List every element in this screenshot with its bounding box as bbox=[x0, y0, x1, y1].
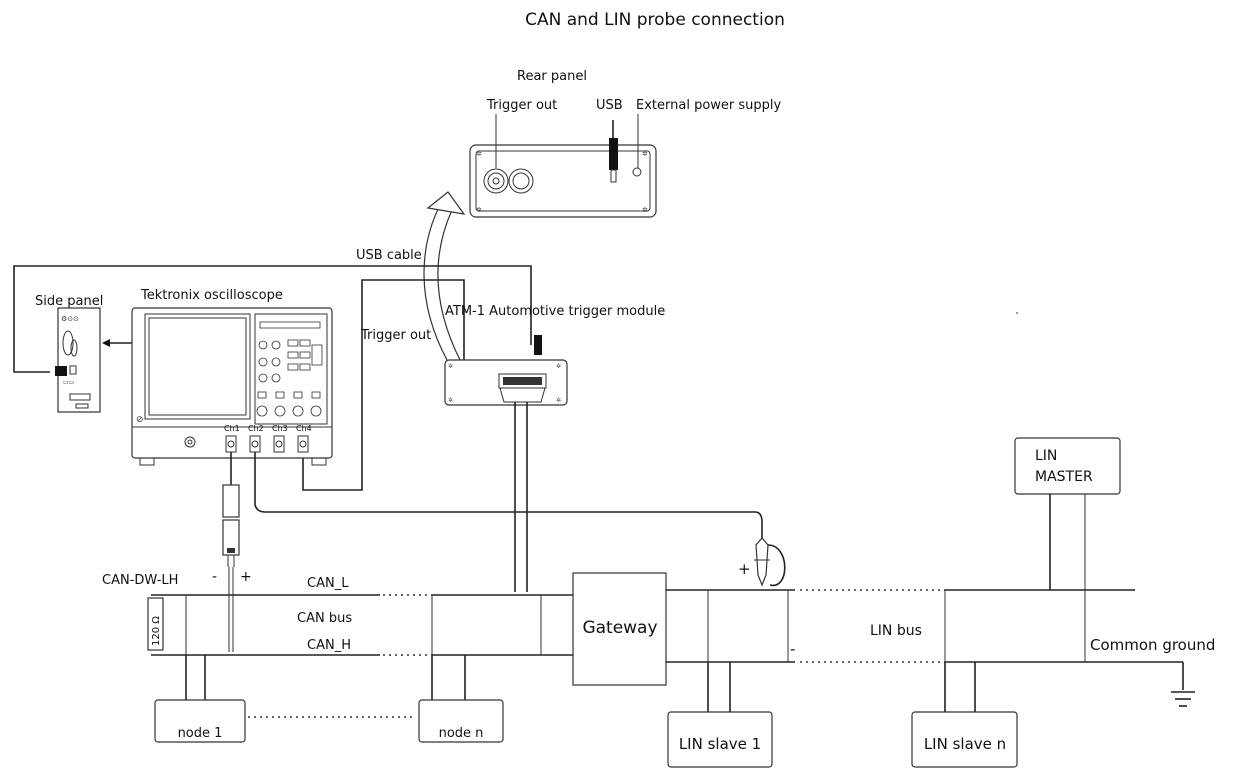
oscilloscope: ⊘ bbox=[131, 307, 333, 466]
common-ground-label: Common ground bbox=[1090, 636, 1215, 654]
resistor-label: 120 Ω bbox=[151, 616, 162, 646]
gateway-label: Gateway bbox=[582, 618, 657, 638]
lin-master-label-line2: MASTER bbox=[1035, 469, 1093, 485]
side-panel-label: Side panel bbox=[35, 294, 103, 309]
usb-cable bbox=[13, 265, 532, 373]
lin-bus-label: LIN bus bbox=[870, 623, 922, 639]
node-n: node n bbox=[418, 655, 504, 743]
can-l-label: CAN_L bbox=[307, 576, 349, 591]
diagram-title: CAN and LIN probe connection bbox=[525, 10, 785, 30]
can-bus bbox=[151, 594, 573, 656]
atm-module: ✲ ✲ ✲ ✲ bbox=[444, 359, 568, 592]
svg-text:▭▭: ▭▭ bbox=[63, 379, 74, 386]
svg-text:✲: ✲ bbox=[556, 397, 561, 404]
svg-text:✲: ✲ bbox=[448, 363, 453, 370]
can-probe bbox=[222, 452, 240, 652]
node-1-label: node 1 bbox=[178, 726, 223, 741]
rear-panel-label: Rear panel bbox=[517, 69, 587, 84]
atm-module-label: ATM-1 Automotive trigger module bbox=[445, 304, 665, 319]
lin-slave-1-label: LIN slave 1 bbox=[679, 735, 761, 753]
rear-panel: ✲ ✲ ✲ ✲ bbox=[469, 114, 657, 218]
svg-text:✲: ✲ bbox=[556, 363, 561, 370]
side-panel: ⚙⊙⊙ ▭▭ bbox=[55, 307, 101, 413]
svg-text:⊘: ⊘ bbox=[136, 415, 144, 425]
usb-label: USB bbox=[596, 98, 623, 113]
can-probe-plus: + bbox=[240, 569, 252, 585]
ground-icon bbox=[1085, 661, 1195, 707]
svg-text:⚙⊙⊙: ⚙⊙⊙ bbox=[61, 315, 79, 323]
ch2-label: Ch2 bbox=[248, 424, 264, 433]
rear-trigger-out-label: Trigger out bbox=[486, 98, 557, 113]
termination-resistor: 120 Ω bbox=[147, 597, 164, 651]
power-jack-icon bbox=[632, 167, 642, 177]
svg-text:✲: ✲ bbox=[642, 150, 648, 158]
lin-bus bbox=[666, 494, 1135, 663]
lin-probe bbox=[754, 537, 786, 587]
svg-text:✲: ✲ bbox=[476, 206, 482, 214]
lin-slave-n-label: LIN slave n bbox=[924, 735, 1006, 753]
svg-text:✲: ✲ bbox=[476, 150, 482, 158]
gateway: Gateway bbox=[572, 572, 667, 686]
usb-plug-icon bbox=[534, 335, 542, 355]
can-h-label: CAN_H bbox=[307, 638, 351, 653]
svg-text:✲: ✲ bbox=[448, 397, 453, 404]
can-bus-label: CAN bus bbox=[297, 611, 352, 626]
can-probe-minus: - bbox=[212, 569, 217, 585]
svg-text:✲: ✲ bbox=[642, 206, 648, 214]
node-1: node 1 bbox=[154, 655, 246, 743]
external-power-supply-label: External power supply bbox=[636, 98, 782, 113]
lin-slave-n: LIN slave n bbox=[911, 662, 1018, 768]
trigger-out-bnc-connector bbox=[483, 168, 509, 194]
stray-dot bbox=[1016, 312, 1018, 314]
ch3-label: Ch3 bbox=[272, 424, 288, 433]
lin-probe-plus: + bbox=[738, 560, 751, 578]
ch4-label: Ch4 bbox=[296, 424, 312, 433]
usb-cable-label: USB cable bbox=[356, 248, 422, 263]
rear-view-arrow bbox=[423, 191, 466, 361]
node-n-label: node n bbox=[439, 726, 484, 741]
oscilloscope-label: Tektronix oscilloscope bbox=[140, 288, 283, 303]
ch2-probe-cable bbox=[254, 452, 763, 540]
lin-slave-1: LIN slave 1 bbox=[667, 662, 773, 768]
bnc-connector-2 bbox=[508, 168, 534, 194]
lin-probe-minus: - bbox=[790, 640, 795, 658]
ch1-label: Ch1 bbox=[224, 424, 240, 433]
trigger-out-cable bbox=[302, 279, 465, 491]
can-dw-lh-label: CAN-DW-LH bbox=[102, 573, 178, 588]
trigger-out-label: Trigger out bbox=[360, 328, 431, 343]
lin-master: LIN MASTER bbox=[1014, 437, 1121, 590]
lin-master-label-line1: LIN bbox=[1035, 448, 1057, 464]
usb-connector-icon bbox=[609, 120, 618, 183]
side-panel-arrow bbox=[102, 339, 132, 347]
